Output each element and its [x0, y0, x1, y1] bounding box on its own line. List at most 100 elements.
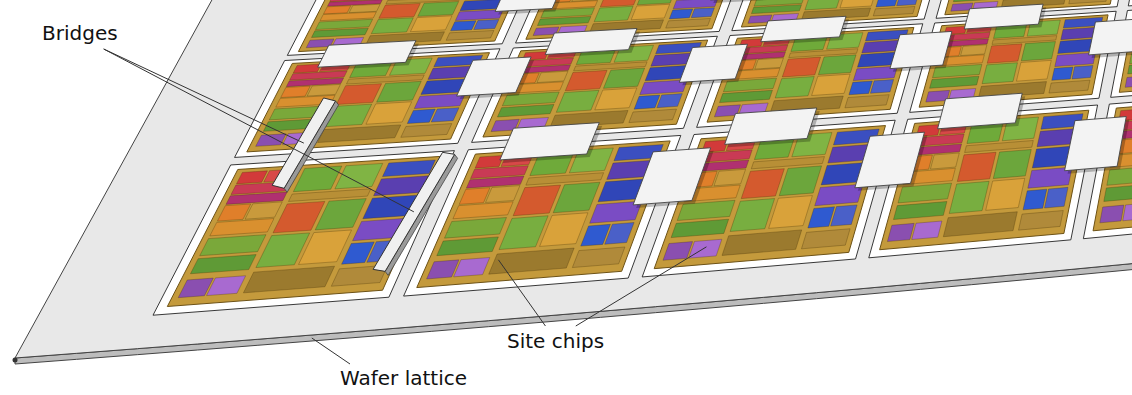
die-block — [689, 239, 722, 258]
die-block — [1104, 184, 1132, 202]
die-block — [605, 223, 634, 245]
die-block — [383, 160, 436, 177]
die-block — [453, 202, 513, 219]
callout-label: Bridges — [40, 22, 120, 45]
die-block — [751, 5, 801, 14]
die-block — [782, 57, 820, 77]
die-block — [993, 149, 1031, 178]
die-block — [893, 202, 946, 220]
die-block — [410, 16, 452, 32]
die-block — [691, 8, 714, 18]
lattice-surface — [15, 0, 1132, 358]
die-block — [1016, 60, 1051, 81]
die-block — [379, 3, 420, 18]
die-block — [210, 218, 274, 235]
die-block — [315, 199, 366, 230]
die-block — [299, 230, 352, 264]
die-block — [1045, 187, 1068, 208]
site-openings — [153, 0, 1132, 315]
site-opening — [1128, 0, 1132, 6]
die-block — [603, 68, 644, 88]
die-block — [1023, 189, 1047, 210]
die-block — [897, 0, 918, 6]
die-block — [336, 84, 381, 105]
die-block — [475, 155, 504, 168]
leader-line — [498, 260, 545, 326]
die-block — [324, 6, 351, 14]
die-block — [600, 0, 638, 7]
die-block — [281, 86, 310, 97]
callout-label: Wafer lattice — [338, 367, 469, 390]
die-block — [631, 4, 669, 19]
site-chips — [167, 0, 1132, 306]
raised-bridge — [373, 152, 454, 271]
die-block — [1125, 76, 1132, 87]
die-block — [876, 0, 898, 7]
die-block — [513, 185, 560, 216]
die-block — [537, 71, 568, 82]
bridge — [1089, 19, 1132, 55]
die-block — [818, 55, 856, 75]
die-block — [1072, 65, 1093, 78]
die-block — [812, 74, 850, 95]
die-block — [870, 80, 893, 94]
die-block — [755, 58, 784, 69]
die-block — [594, 6, 633, 22]
die-block — [595, 88, 637, 110]
die-block — [444, 217, 506, 238]
die-block — [418, 1, 459, 16]
die-block — [930, 76, 979, 88]
die-block — [669, 9, 692, 19]
die-block — [1100, 205, 1124, 223]
die-block — [730, 199, 774, 232]
die-block — [629, 109, 677, 122]
die-block — [775, 77, 814, 98]
die-block — [371, 18, 413, 34]
die-block — [293, 64, 321, 73]
die-block — [666, 18, 711, 28]
die-block — [1123, 203, 1132, 221]
bridge — [890, 31, 952, 68]
bridge — [938, 93, 1023, 129]
die-block — [431, 108, 459, 122]
die-block — [243, 266, 334, 293]
die-block — [805, 0, 841, 10]
die-block — [307, 84, 340, 96]
die-block — [236, 171, 267, 184]
wafer-lattice — [13, 0, 1132, 364]
bridge — [725, 108, 817, 144]
die-block — [845, 95, 889, 108]
die-block — [957, 152, 996, 181]
die-block — [986, 178, 1025, 210]
die-block — [366, 102, 412, 124]
die-block — [553, 182, 600, 213]
die-block — [245, 202, 282, 219]
die-block — [769, 196, 813, 229]
die-block — [1069, 0, 1108, 4]
bridge-edge — [284, 101, 338, 192]
die-block — [316, 19, 373, 29]
die-block — [207, 276, 246, 296]
raised-bridge — [272, 98, 335, 188]
die-block — [407, 109, 435, 123]
die-block — [572, 247, 625, 268]
die-block — [486, 186, 520, 203]
die-block — [714, 169, 746, 186]
die-block — [840, 0, 875, 8]
die-block — [982, 63, 1017, 84]
die-block — [565, 70, 607, 90]
die-block — [459, 188, 490, 205]
die-block — [808, 207, 835, 228]
callout-label: Site chips — [505, 330, 606, 353]
die-block — [943, 212, 1017, 237]
die-block — [657, 94, 682, 108]
die-block — [634, 95, 660, 109]
die-block — [801, 229, 850, 249]
die-block — [318, 125, 401, 143]
leader-line — [312, 338, 350, 364]
die-block — [953, 0, 1000, 2]
die-block — [873, 6, 915, 15]
die-block — [1052, 67, 1073, 80]
die-block — [849, 81, 872, 95]
